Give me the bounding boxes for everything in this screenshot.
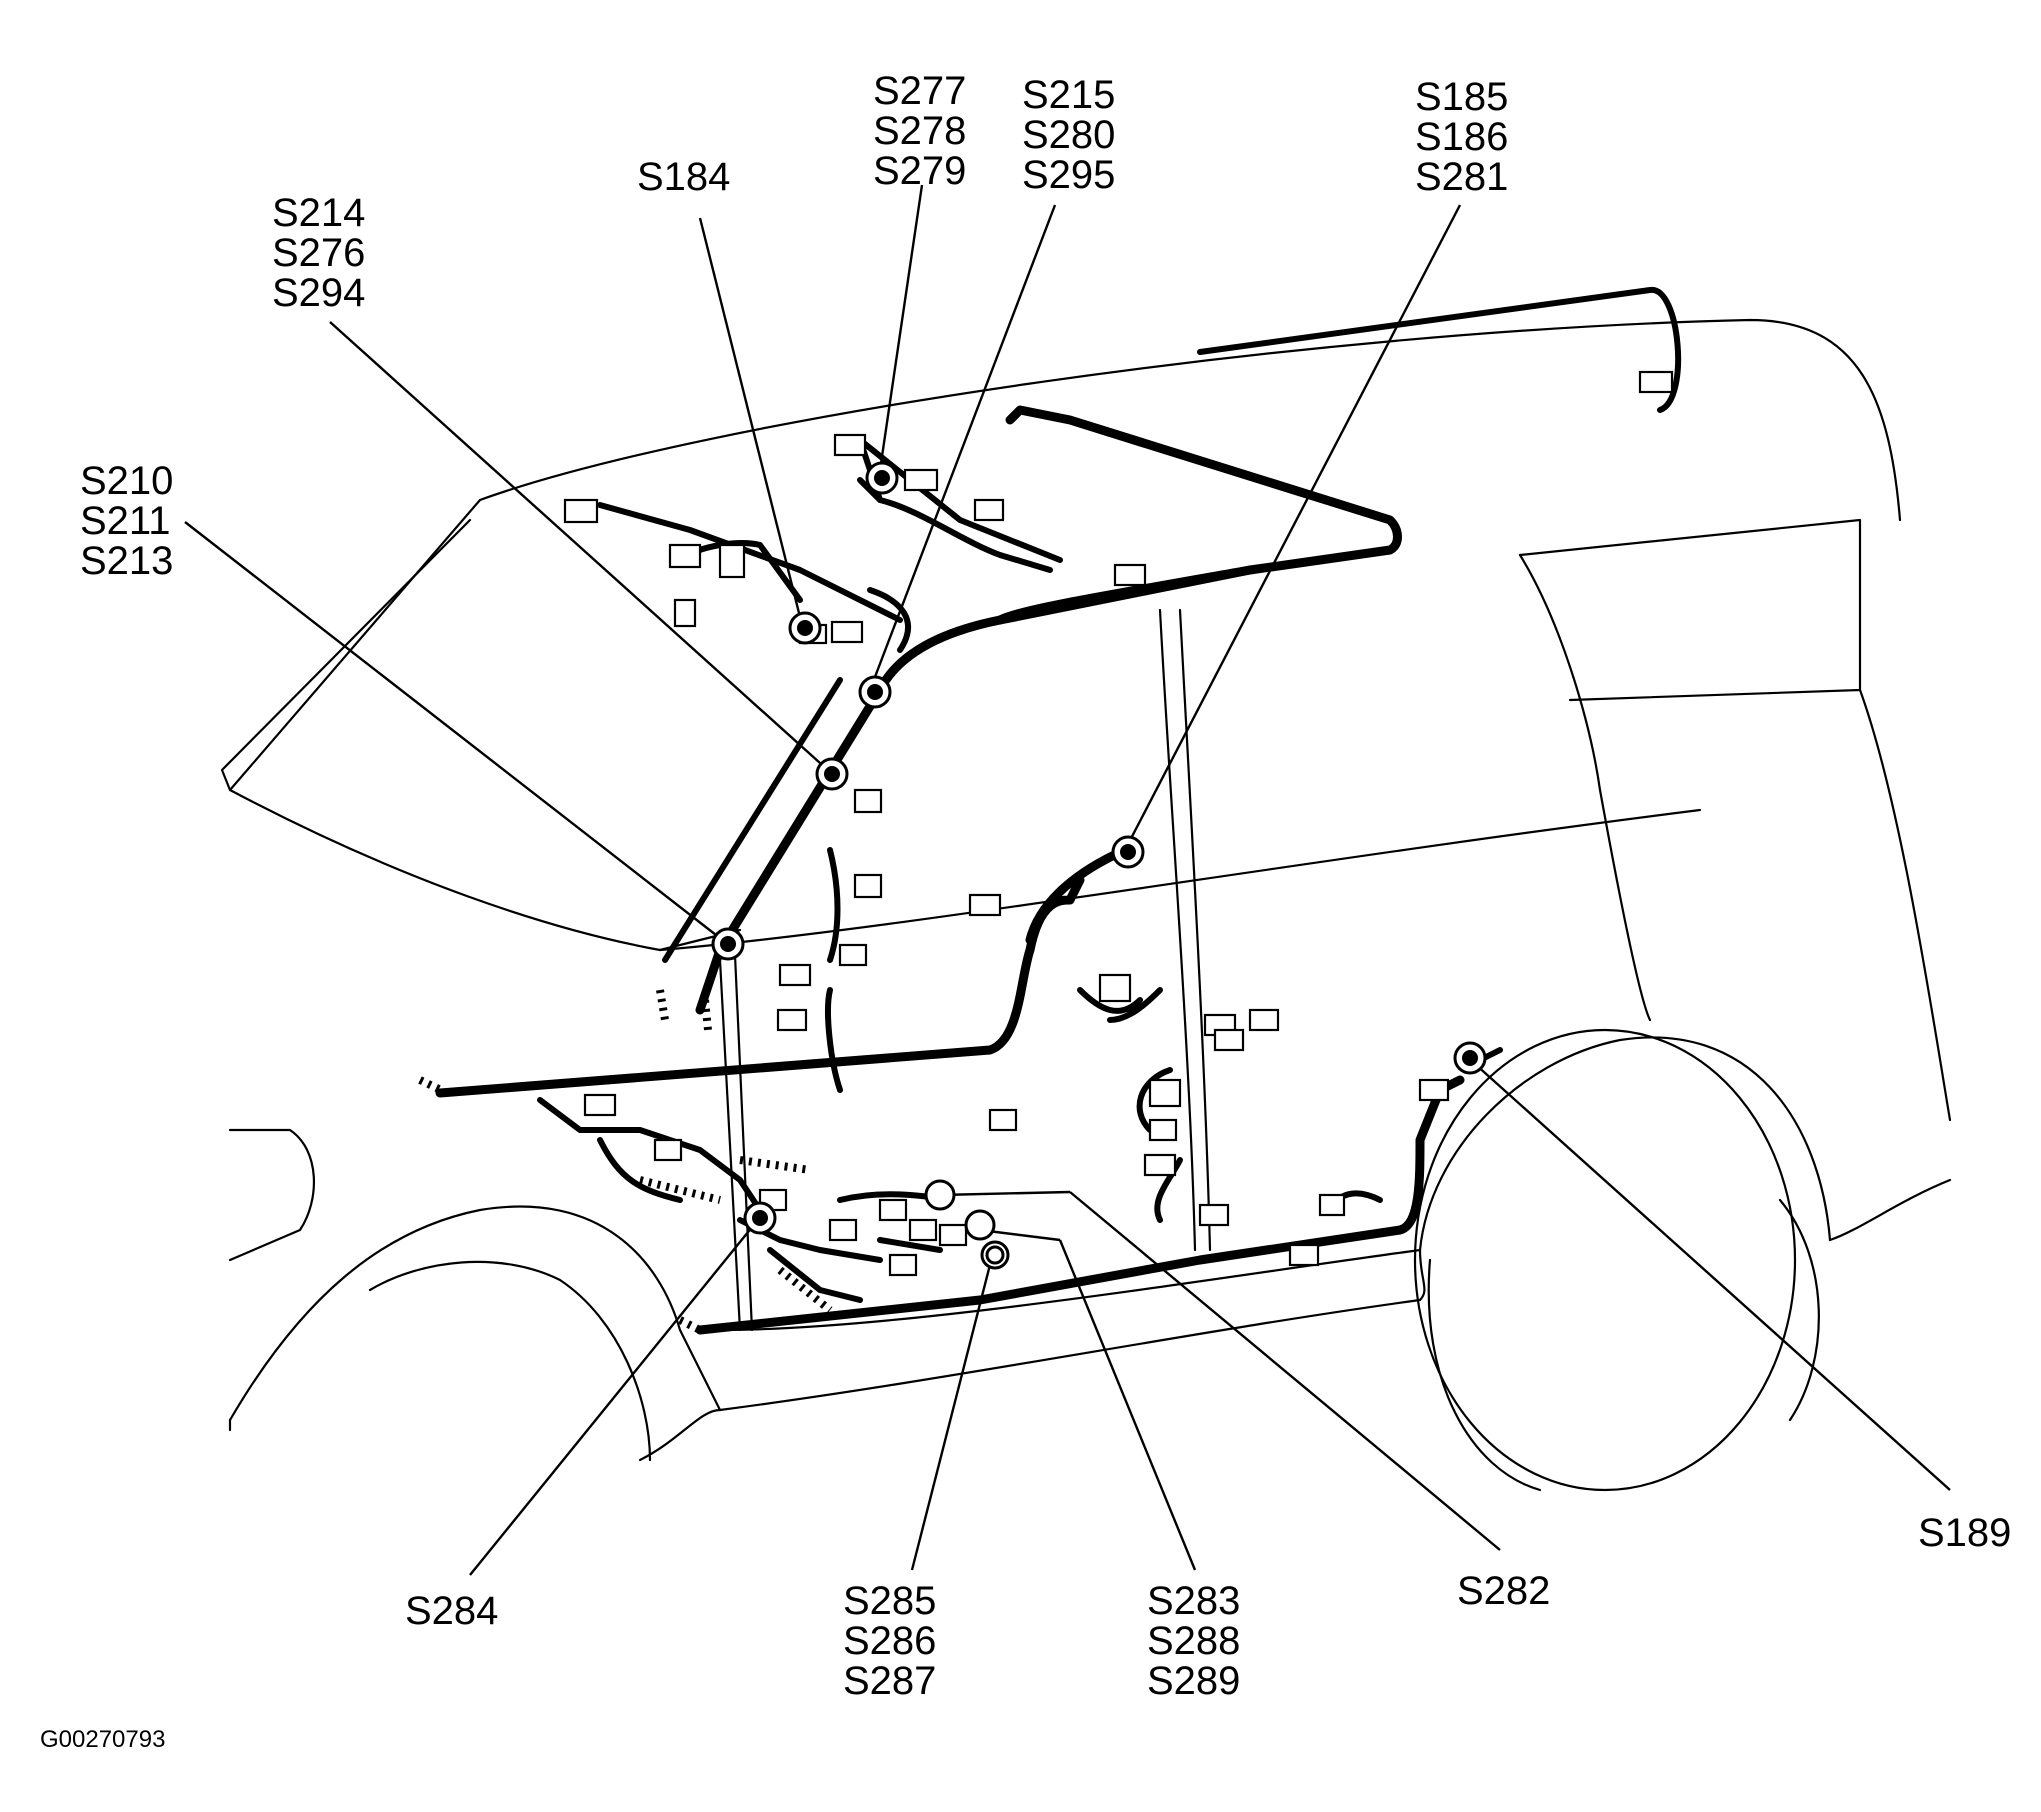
- splice-s189: [1453, 1041, 1487, 1075]
- callout-s210-line1: S210: [80, 459, 173, 503]
- callout-s214-line3: S294: [272, 271, 365, 315]
- callout-s215-line1: S215: [1022, 73, 1115, 117]
- callout-s210-line3: S213: [80, 539, 173, 583]
- leader-s215: [868, 204, 1057, 691]
- callout-s210-line2: S211: [80, 499, 170, 543]
- callout-s215-line2: S280: [1022, 113, 1115, 157]
- callout-labels: S277 S278 S279 S215 S280 S295 S185 S186 …: [80, 69, 2011, 1703]
- splice-s283: [964, 1209, 996, 1241]
- leader-s285: [910, 1252, 995, 1571]
- leader-s277: [878, 184, 924, 471]
- callout-s185-line2: S186: [1415, 115, 1508, 159]
- leader-s282: [1069, 1191, 1501, 1551]
- callout-s277-line2: S278: [873, 109, 966, 153]
- callout-s282-line1: S282: [1457, 1569, 1550, 1613]
- callout-s285-line1: S285: [843, 1579, 936, 1623]
- splice-s282: [924, 1179, 956, 1211]
- callout-s184-line1: S184: [637, 155, 730, 199]
- callout-s283-line3: S289: [1147, 1659, 1240, 1703]
- callout-s185-line3: S281: [1415, 155, 1508, 199]
- callout-s214-line2: S276: [272, 231, 365, 275]
- splice-markers: [711, 461, 1487, 1270]
- splice-s214: [815, 757, 849, 791]
- leader-lines: [184, 184, 1951, 1576]
- splice-s285: [980, 1240, 1010, 1270]
- callout-s185-line1: S185: [1415, 75, 1508, 119]
- callout-s214-line1: S214: [272, 191, 365, 235]
- leader-s282-b: [939, 1190, 1071, 1197]
- callout-s277-line3: S279: [873, 149, 966, 193]
- splice-s185: [1111, 835, 1145, 869]
- connectors: [563, 370, 1674, 1277]
- splice-s184: [788, 611, 822, 645]
- leader-s283: [1058, 1239, 1197, 1571]
- leader-s189: [1464, 1054, 1951, 1491]
- callout-s283-line1: S283: [1147, 1579, 1240, 1623]
- vehicle-body-outline: [220, 318, 1952, 1492]
- splice-s277: [865, 461, 899, 495]
- splice-s210: [711, 927, 745, 961]
- callout-s189-line1: S189: [1918, 1511, 2011, 1555]
- callout-s284-line1: S284: [405, 1589, 498, 1633]
- callout-s277-line1: S277: [873, 69, 966, 113]
- callout-s215-line3: S295: [1022, 153, 1115, 197]
- callout-s285-line2: S286: [843, 1619, 936, 1663]
- leader-s184: [698, 217, 804, 626]
- leader-s185: [1123, 204, 1462, 851]
- splice-s215: [858, 675, 892, 709]
- leader-s284: [469, 1220, 758, 1576]
- leader-s214: [329, 321, 831, 773]
- callout-s283-line2: S288: [1147, 1619, 1240, 1663]
- figure-id: G00270793: [40, 1726, 165, 1753]
- harness-routes: [418, 287, 1682, 1335]
- leader-s210: [184, 521, 726, 943]
- splice-s284: [743, 1201, 777, 1235]
- callout-s285-line3: S287: [843, 1659, 936, 1703]
